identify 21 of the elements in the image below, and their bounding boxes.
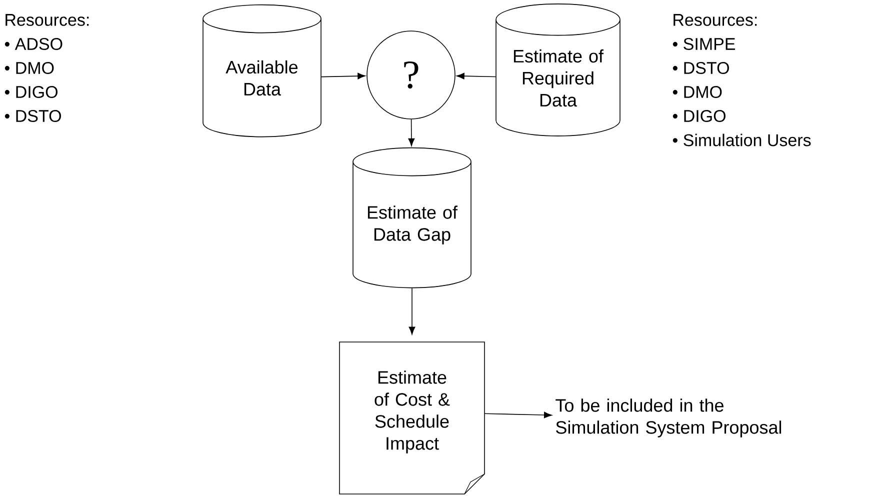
list-heading: Resources: (6, 14, 89, 26)
list-item: • DMO (672, 86, 722, 98)
note-text: To be included in the Simulation System Proposal (556, 398, 782, 438)
list-item: • DSTO (4, 110, 61, 122)
list-item: • DSTO (672, 62, 729, 74)
arrow (408, 288, 416, 335)
arrow (321, 72, 366, 80)
arrow (456, 72, 496, 80)
list-item: • DIGO (4, 86, 58, 98)
arrow (484, 412, 552, 418)
list-item: • DIGO (672, 110, 726, 122)
list-item: • DMO (4, 62, 54, 74)
arrow (408, 119, 415, 146)
document-box: Estimate of Cost & Schedule Impact (339, 342, 485, 494)
list-item: • SIMPE (672, 38, 736, 50)
list-item: • Simulation Users (672, 134, 811, 146)
database-cylinder: Available Data (202, 4, 322, 138)
database-cylinder: Estimate of Data Gap (352, 147, 472, 288)
database-cylinder: Estimate of Required Data (496, 4, 620, 136)
list-heading: Resources: (674, 14, 757, 26)
list-item: • ADSO (4, 38, 62, 50)
